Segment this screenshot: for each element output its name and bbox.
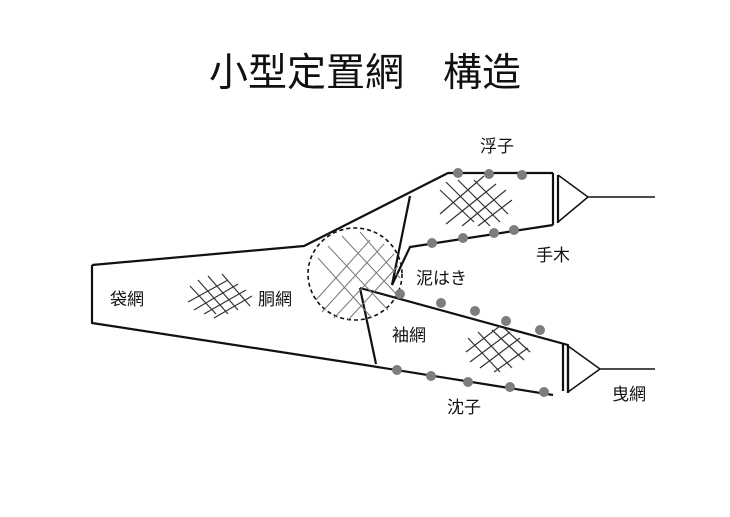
sinkers [392,365,549,397]
label-dorohaki: 泥はき [416,269,467,289]
label-chinshi: 沈子 [447,398,481,418]
sinker-icon [463,377,473,387]
sinker-icon [426,371,436,381]
bag-net-mesh [187,273,253,319]
float-icon [470,306,480,316]
label-teki: 手木 [536,246,570,266]
upper-divider-line [390,195,412,286]
upper-wing-inner-edge [391,223,554,286]
float-icon [509,225,519,235]
label-sodeami: 袖網 [392,326,426,346]
float-icon [484,169,494,179]
sinker-icon [392,365,402,375]
float-icon [427,238,437,248]
sinker-icon [539,387,549,397]
float-icon [436,298,446,308]
float-icon [517,170,527,180]
upper-floats [453,168,527,180]
teki-floats [427,225,519,248]
upper-wing-mesh [439,175,513,227]
label-eiami: 曳網 [612,385,646,405]
float-icon [453,168,463,178]
sinker-icon [505,382,515,392]
upper-wing-end-frame [551,173,560,225]
upper-tow-bridle [557,174,655,223]
bag-net-outline [90,171,554,397]
float-icon [489,228,499,238]
lower-wing-mesh [465,325,531,373]
diagram-title: 小型定置網 構造 [209,51,521,96]
float-icon [458,233,468,243]
float-icon [395,289,405,299]
label-fukuroami: 袋網 [110,290,144,310]
label-uki: 浮子 [480,137,514,157]
throat-mesh [307,227,403,321]
lower-tow-bridle [567,345,655,393]
lower-wing-floats [395,289,545,335]
lower-wing-end-frame [561,343,570,393]
float-icon [535,325,545,335]
float-icon [501,316,511,326]
label-dooami: 胴網 [258,290,292,310]
